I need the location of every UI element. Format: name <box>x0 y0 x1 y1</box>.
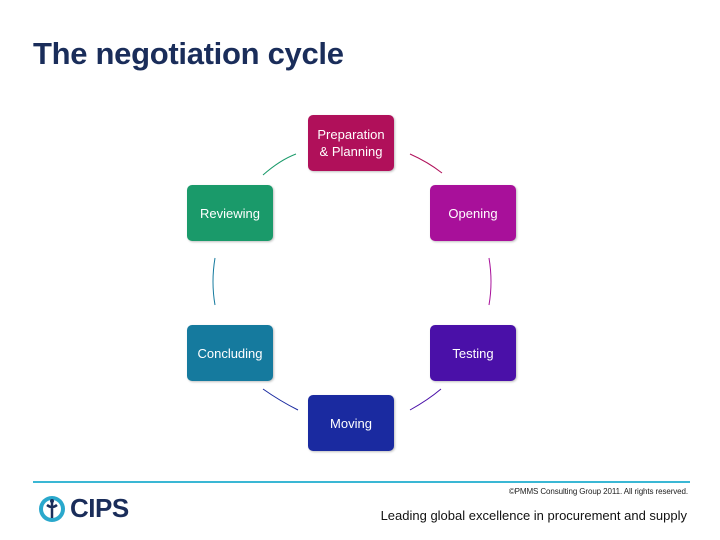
cips-emblem-icon <box>39 495 65 522</box>
connector-opening-testing <box>488 257 492 306</box>
node-testing: Testing <box>430 325 516 381</box>
connector-testing-moving <box>409 388 442 411</box>
footer-divider <box>33 481 690 483</box>
node-moving: Moving <box>308 395 394 451</box>
copyright-text: ©PMMS Consulting Group 2011. All rights … <box>508 487 688 496</box>
node-concluding: Concluding <box>187 325 273 381</box>
tagline-text: Leading global excellence in procurement… <box>380 508 687 523</box>
connector-reviewing-preparation <box>262 153 297 176</box>
logo-text: CIPS <box>70 493 129 523</box>
page-title: The negotiation cycle <box>33 36 344 71</box>
cips-logo: CIPS <box>37 493 129 524</box>
connector-preparation-opening <box>409 153 443 174</box>
node-preparation-planning: Preparation & Planning <box>308 115 394 171</box>
connector-concluding-reviewing <box>212 257 216 306</box>
connector-moving-concluding <box>262 388 299 411</box>
node-opening: Opening <box>430 185 516 241</box>
node-reviewing: Reviewing <box>187 185 273 241</box>
